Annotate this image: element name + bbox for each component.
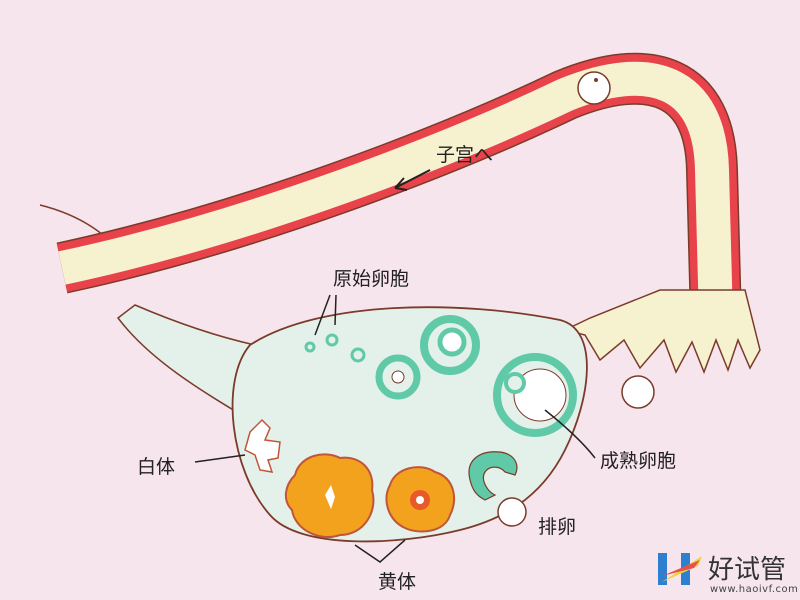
arrow-to-uterus (394, 169, 431, 191)
watermark-url: www.haoivf.com (710, 584, 799, 595)
egg-near-fimbriae (621, 375, 655, 409)
ruptured-follicle (468, 451, 518, 501)
pointer-luteum (354, 539, 406, 563)
luteum-core (325, 485, 335, 509)
pointer-mature (544, 409, 596, 459)
egg-nucleus (594, 78, 598, 82)
mature-follicle (493, 353, 577, 437)
watermark-logo-icon (658, 553, 702, 585)
pointer-albicans (194, 454, 246, 463)
primordial-follicles (304, 333, 366, 363)
corpus-albicans (244, 418, 281, 473)
label-ovulation: 排卵 (538, 516, 577, 538)
label-mature-follicle: 成熟卵胞 (600, 450, 677, 472)
released-egg (497, 497, 527, 527)
label-to-uterus: 子宫へ (436, 144, 494, 166)
fimbriae (562, 289, 761, 375)
egg-in-tube (577, 71, 611, 105)
watermark-name: 好试管 (708, 555, 787, 585)
growing-follicles (375, 315, 480, 400)
label-primordial-follicle: 原始卵胞 (333, 268, 410, 290)
fallopian-tube-lumen (58, 61, 733, 321)
pointer-primordial (314, 294, 337, 336)
luteum-center (416, 496, 424, 504)
label-corpus-albicans: 白体 (137, 456, 176, 478)
label-corpus-luteum: 黄体 (378, 571, 417, 593)
